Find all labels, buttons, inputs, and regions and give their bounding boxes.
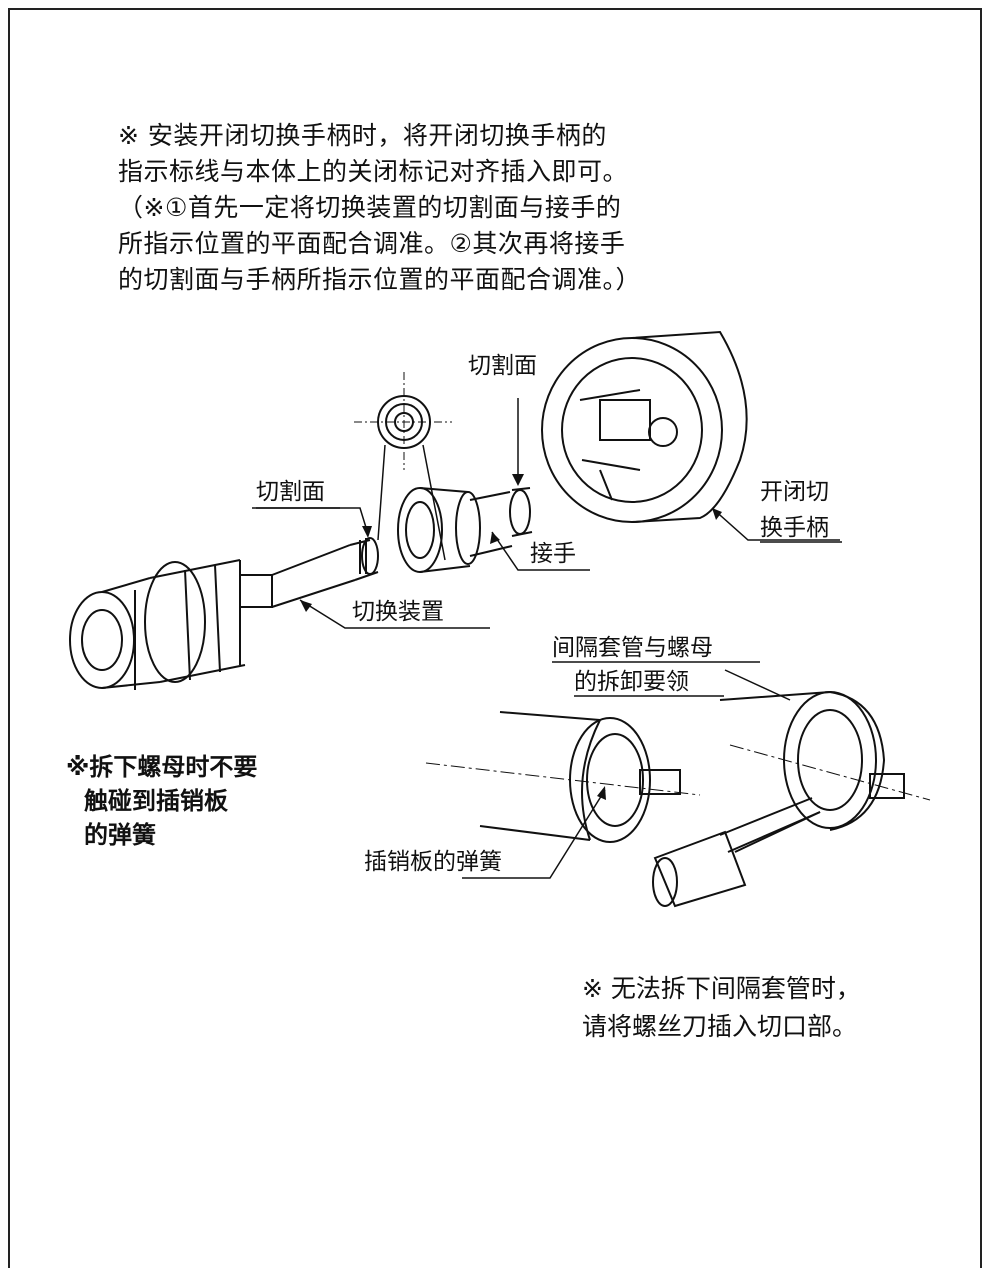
leader-switch-device	[299, 599, 490, 629]
note-line: 的切割面与手柄所指示位置的平面配合调准。）	[118, 265, 642, 294]
note-line: ※ 无法拆下间隔套管时，	[582, 974, 861, 1003]
warning-line: ※拆下螺母时不要	[66, 753, 258, 781]
cut-surface-left-label: 切割面	[256, 479, 325, 505]
joint-part	[397, 487, 533, 573]
page-frame	[8, 8, 982, 1268]
installation-note: ※ 安装开闭切换手柄时，将开闭切换手柄的 指示标线与本体上的关闭标记对齐插入即可…	[118, 118, 718, 298]
warning-line: 触碰到插销板	[84, 787, 228, 815]
switch-handle-label-1: 开闭切	[760, 479, 829, 505]
note-line: ※ 安装开闭切换手柄时，将开闭切换手柄的	[118, 121, 607, 150]
screwdriver	[652, 811, 821, 908]
screwdriver-note: ※ 无法拆下间隔套管时， 请将螺丝刀插入切口部。	[582, 970, 861, 1046]
joint-label: 接手	[530, 541, 576, 567]
spacer-removal-view-left	[425, 711, 701, 879]
spacer-removal-label-1: 间隔套管与螺母	[552, 635, 713, 661]
cut-surface-top-label: 切割面	[468, 353, 537, 379]
note-line: 请将螺丝刀插入切口部。	[582, 1012, 858, 1041]
warning-note: ※拆下螺母时不要 触碰到插销板 的弹簧	[66, 750, 257, 852]
cross-section-detail	[354, 372, 452, 561]
warning-line: 的弹簧	[84, 821, 156, 849]
note-line: 所指示位置的平面配合调准。②其次再将接手	[118, 229, 626, 258]
switch-device-label: 切换装置	[352, 599, 444, 625]
switch-handle-label-2: 换手柄	[760, 515, 829, 541]
note-line: （※①首先一定将切换装置的切割面与接手的	[118, 193, 622, 222]
pin-plate-spring-label: 插销板的弹簧	[364, 849, 502, 875]
leader-joint	[491, 531, 590, 571]
switch-handle-part	[541, 330, 748, 523]
cartridge-body	[69, 537, 379, 690]
note-line: 指示标线与本体上的关闭标记对齐插入即可。	[118, 157, 629, 186]
leader-handle	[711, 507, 840, 541]
spacer-removal-label-2: 的拆卸要领	[574, 669, 689, 695]
